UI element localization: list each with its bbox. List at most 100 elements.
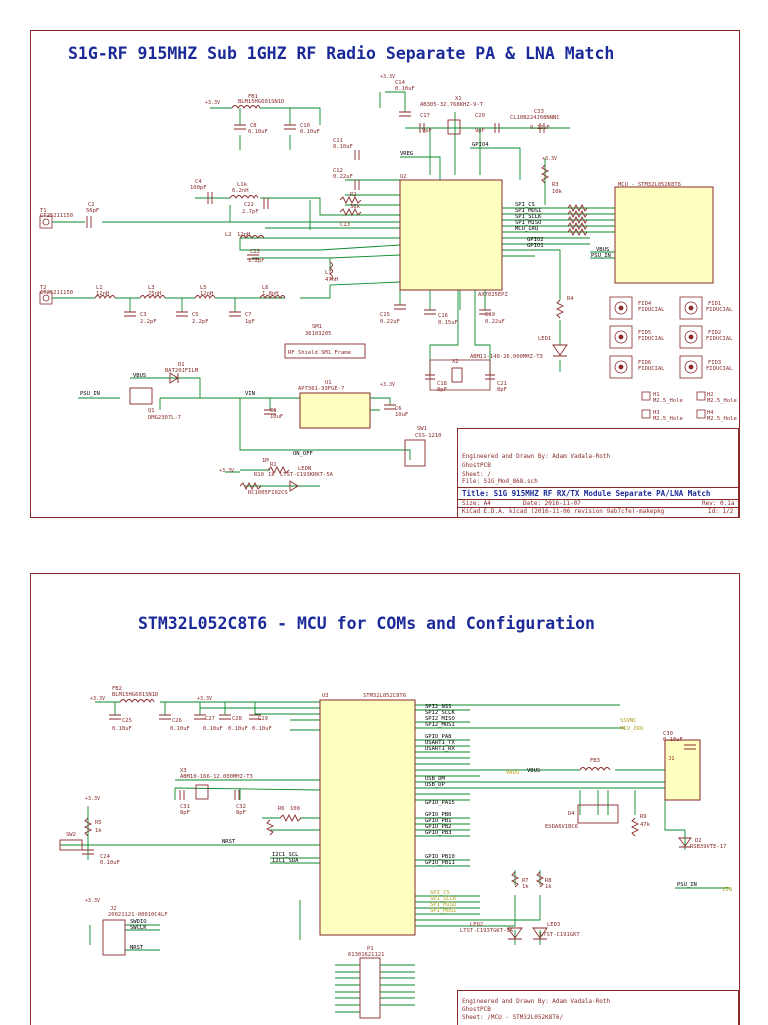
net-label: SPI2_MISO	[425, 716, 455, 722]
tb-file: File: S1G_Mod_868.sch	[462, 478, 538, 485]
label: 2.7pF	[242, 209, 259, 215]
label: CT25211150	[40, 213, 73, 219]
net-label: I2C1_SDA	[272, 858, 299, 864]
label: C16	[438, 313, 448, 319]
net-label: SPI_CS	[430, 890, 450, 896]
label: 8pF	[180, 810, 190, 816]
net-label: USB_DM	[425, 776, 446, 782]
label: X1	[455, 96, 462, 102]
net-label: SWCLK	[130, 925, 147, 931]
net-label: VREG	[400, 151, 413, 157]
label: C25	[122, 718, 132, 724]
net-label: SPI_SCLK	[515, 214, 542, 220]
label: U3	[322, 693, 329, 699]
label: D2	[695, 838, 702, 844]
net-label: I2C1_SCL	[272, 852, 299, 858]
label: C33	[534, 109, 544, 115]
label: 2.2pF	[140, 319, 157, 325]
label: J1	[668, 756, 675, 762]
label: C26	[172, 718, 182, 724]
label: C22	[244, 202, 254, 208]
label: R1	[270, 462, 277, 468]
label: DMG2307L-7	[148, 415, 181, 421]
label: L7	[325, 270, 332, 276]
net-label: SPI_SCLK	[430, 896, 457, 902]
label: 1pF	[245, 319, 255, 325]
net-label: USB_DP	[425, 782, 446, 788]
label: C13	[340, 222, 350, 228]
sheet2-title: STM32L052C8T6 - MCU for COMs and Configu…	[138, 614, 595, 633]
label: 20021121-00010C4LF	[108, 912, 168, 918]
label: CT25211150	[40, 290, 73, 296]
label: 47nH	[325, 277, 338, 283]
label: 100	[290, 806, 300, 812]
net-label: GPIO_PB3	[425, 830, 452, 836]
label: R10	[254, 472, 264, 478]
label: FIDUCIAL	[638, 307, 665, 313]
label: 1k	[95, 828, 102, 834]
label: 8pF	[497, 387, 507, 393]
label: LTST-C193TGKT-5A	[460, 928, 514, 934]
label: ABM11-140-26.000MHZ-T3	[470, 354, 543, 360]
label: C4	[195, 179, 202, 185]
label: 8pF	[236, 810, 246, 816]
label: C8	[250, 123, 257, 129]
net-label: GPIO_PB0	[425, 812, 452, 818]
label: BAT20JFILM	[165, 368, 199, 374]
label: 0.10uF	[252, 726, 272, 732]
net-label: SPI2_NSS	[425, 704, 452, 710]
label: FIDUCIAL	[638, 336, 665, 342]
j1-usb-connector	[664, 739, 701, 801]
net-label: GPIO2	[527, 237, 544, 243]
label: C17	[420, 113, 430, 119]
label: STM32L052C8T6	[363, 693, 406, 699]
label: FB2	[112, 686, 122, 692]
label: C23	[250, 249, 260, 255]
label: 9pF	[475, 128, 485, 134]
label: BLM15HG601SN1D	[112, 692, 158, 698]
net-label: SPI2_MOSI	[425, 722, 455, 728]
net-label: VIN	[245, 391, 255, 397]
label: C7	[245, 312, 252, 318]
mcu-block-label: MCU - STM32L052K8T6	[618, 182, 681, 188]
label: L1k	[237, 182, 248, 188]
label: 0.10uF	[112, 726, 132, 732]
label: LED2	[470, 922, 483, 928]
label: 25nH	[148, 291, 161, 297]
tb-sheet: Sheet: /	[462, 471, 491, 478]
label: D1	[178, 362, 185, 368]
net-label: SPI_MOSI	[515, 208, 542, 214]
label: D4	[568, 811, 575, 817]
label: LED1	[538, 336, 551, 342]
label: C11	[333, 138, 343, 144]
sheet1-title-block: Engineered and Drawn By: Adam Vadala-Rot…	[457, 428, 739, 518]
net-label: SSVNC	[620, 718, 637, 724]
label: X3	[180, 768, 187, 774]
label: L5	[200, 285, 207, 291]
label: T2	[40, 285, 47, 291]
label: R6	[278, 806, 285, 812]
label: 2.2pF	[192, 319, 209, 325]
label: 0.22uF	[530, 125, 550, 131]
label: FID3	[708, 360, 721, 366]
label: X2	[452, 359, 459, 365]
label: L2	[225, 232, 232, 238]
label: SW1	[417, 426, 427, 432]
tb-title: Title: S1G 915MHZ RF RX/TX Module Separa…	[462, 489, 711, 498]
label: U1	[325, 380, 332, 386]
label: 1k	[545, 884, 552, 890]
label: 1.8nH	[262, 291, 279, 297]
net-label: GPIO_PB11	[425, 860, 455, 866]
net-label: MCU_IRQ	[620, 726, 643, 732]
label: C30	[663, 731, 673, 737]
label: 61301621121	[348, 952, 384, 958]
label: FIDUCIAL	[706, 336, 733, 342]
label: C31	[180, 804, 190, 810]
label: 0.10uF	[248, 129, 268, 135]
label: R4	[567, 296, 574, 302]
tb-kicad: KiCad E.D.A. kicad (2016-11-06 revision …	[462, 508, 665, 515]
net-label: NRST	[130, 945, 144, 951]
power-label: +3.3V	[85, 898, 100, 904]
tb-size: Size: A4	[462, 500, 491, 507]
net-label: GPIO4	[472, 142, 489, 148]
